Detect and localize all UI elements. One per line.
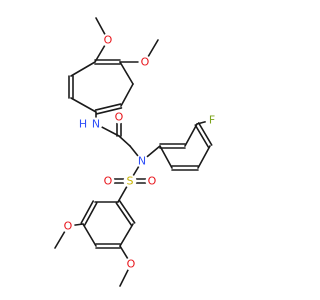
single-bond — [118, 135, 131, 147]
atom-background — [135, 154, 149, 168]
oxygen-atom: O — [127, 258, 136, 271]
atom-background — [89, 117, 103, 131]
amide-nitrogen-atom: N — [92, 118, 100, 131]
hydrogen-atom: H — [79, 118, 87, 131]
single-bond — [120, 83, 134, 107]
double-bond-line — [197, 122, 213, 146]
atom-background — [61, 219, 75, 233]
single-bond — [119, 223, 134, 247]
single-bond — [159, 145, 173, 169]
oxygen-atom: O — [141, 56, 150, 69]
atom-background — [101, 33, 115, 47]
atom-background — [205, 113, 219, 127]
oxygen-atom: O — [104, 34, 113, 47]
sulfonamide-nitrogen-atom: N — [138, 155, 146, 168]
single-bond — [70, 97, 97, 113]
single-bond — [82, 223, 97, 247]
single-bond — [184, 123, 198, 147]
double-bond-line — [194, 124, 210, 148]
single-bond — [119, 61, 134, 85]
sulfonyl-oxygen-atom: O — [148, 175, 157, 188]
atom-background — [112, 110, 126, 124]
double-bond-line — [94, 103, 122, 111]
double-bond-line — [83, 202, 98, 226]
atom-background — [145, 174, 159, 188]
double-bond-line — [80, 200, 95, 224]
sulfur-atom: S — [127, 175, 134, 188]
double-bond-line — [115, 202, 133, 226]
double-bond-line — [95, 107, 123, 115]
sulfonyl-oxygen-atom: O — [104, 175, 113, 188]
fluorine-atom: F — [209, 114, 215, 127]
atom-background — [124, 257, 138, 271]
atom-background — [123, 174, 137, 188]
single-bond — [70, 61, 96, 77]
bonds — [54, 17, 213, 287]
atom-background — [138, 55, 152, 69]
carbonyl-oxygen-atom: O — [115, 111, 124, 124]
oxygen-atom: O — [64, 220, 73, 233]
single-bond — [197, 145, 211, 169]
double-bond-line — [118, 200, 136, 224]
atom-background — [101, 174, 115, 188]
atom-background — [76, 117, 90, 131]
